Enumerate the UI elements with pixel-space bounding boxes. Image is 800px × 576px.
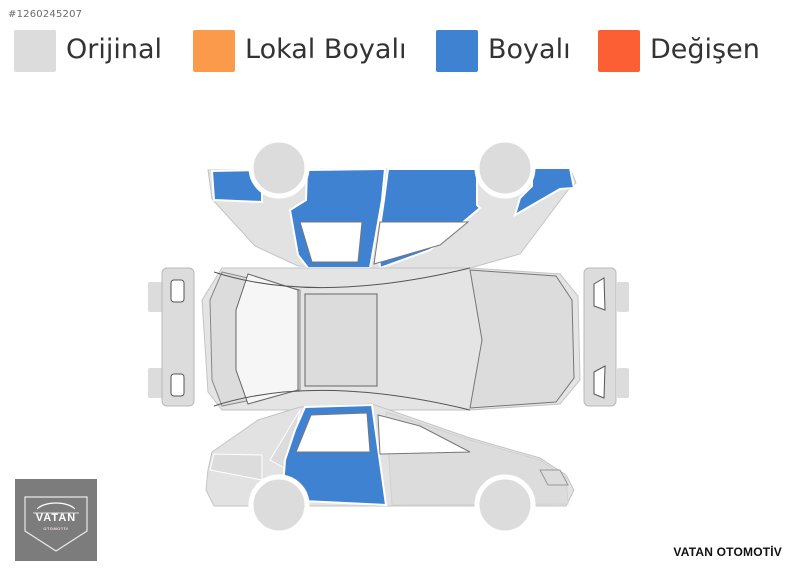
- car-side-view-lower: [205, 403, 575, 536]
- lower-rear-wheel: [474, 474, 536, 536]
- legend-swatch-replaced: [598, 30, 640, 72]
- rear-bumper-right-tab: [617, 368, 629, 398]
- legend-swatch-painted: [436, 30, 478, 72]
- front-left-headlight: [170, 279, 185, 303]
- front-right-headlight: [170, 373, 185, 397]
- upper-front-wheel: [248, 137, 310, 199]
- shield-icon: [24, 496, 88, 552]
- legend-label-local-painted: Lokal Boyalı: [245, 34, 407, 65]
- front-bumper-right-tab: [148, 368, 162, 398]
- top-view-lower-doorline: [213, 389, 471, 411]
- top-view-upper-doorline: [213, 267, 471, 289]
- part-roof: [304, 293, 378, 387]
- logo-subtitle-text: OTOMOTİV: [43, 526, 69, 531]
- listing-id: #1260245207: [8, 9, 83, 20]
- part-rear-bumper: [583, 267, 617, 407]
- upper-rear-wheel: [474, 137, 536, 199]
- legend-label-replaced: Değişen: [650, 34, 760, 65]
- part-trunk: [469, 269, 575, 409]
- part-front-bumper: [161, 267, 195, 407]
- upper-rear-window: [373, 221, 470, 265]
- top-view-windshield: [235, 273, 299, 405]
- part-bottom-side-front-fender: [209, 453, 263, 481]
- part-bottom-side-front-door: [269, 409, 301, 471]
- front-bumper-left-tab: [148, 282, 162, 312]
- car-top-view: [148, 267, 629, 411]
- legend-label-painted: Boyalı: [488, 34, 571, 65]
- part-top-side-front-fender: [210, 168, 263, 204]
- logo-brand-text: VATAN: [35, 512, 77, 524]
- lower-rear-lamp: [539, 469, 569, 486]
- legend-label-original: Orijinal: [66, 34, 163, 65]
- legend-swatch-original: [14, 30, 56, 72]
- upper-front-window: [299, 221, 363, 263]
- rear-left-taillight: [593, 277, 606, 311]
- rear-bumper-left-tab: [617, 282, 629, 312]
- dealer-logo: VATAN OTOMOTİV: [15, 479, 97, 561]
- legend-swatch-local-painted: [193, 30, 235, 72]
- rear-right-taillight: [593, 365, 606, 399]
- car-side-view-upper: [207, 137, 577, 270]
- lower-front-window: [295, 412, 371, 453]
- lower-front-wheel: [248, 474, 310, 536]
- dealer-name: VATAN OTOMOTİV: [673, 545, 782, 559]
- part-top-side-rear-fender: [513, 167, 576, 218]
- lower-rear-window: [377, 414, 471, 455]
